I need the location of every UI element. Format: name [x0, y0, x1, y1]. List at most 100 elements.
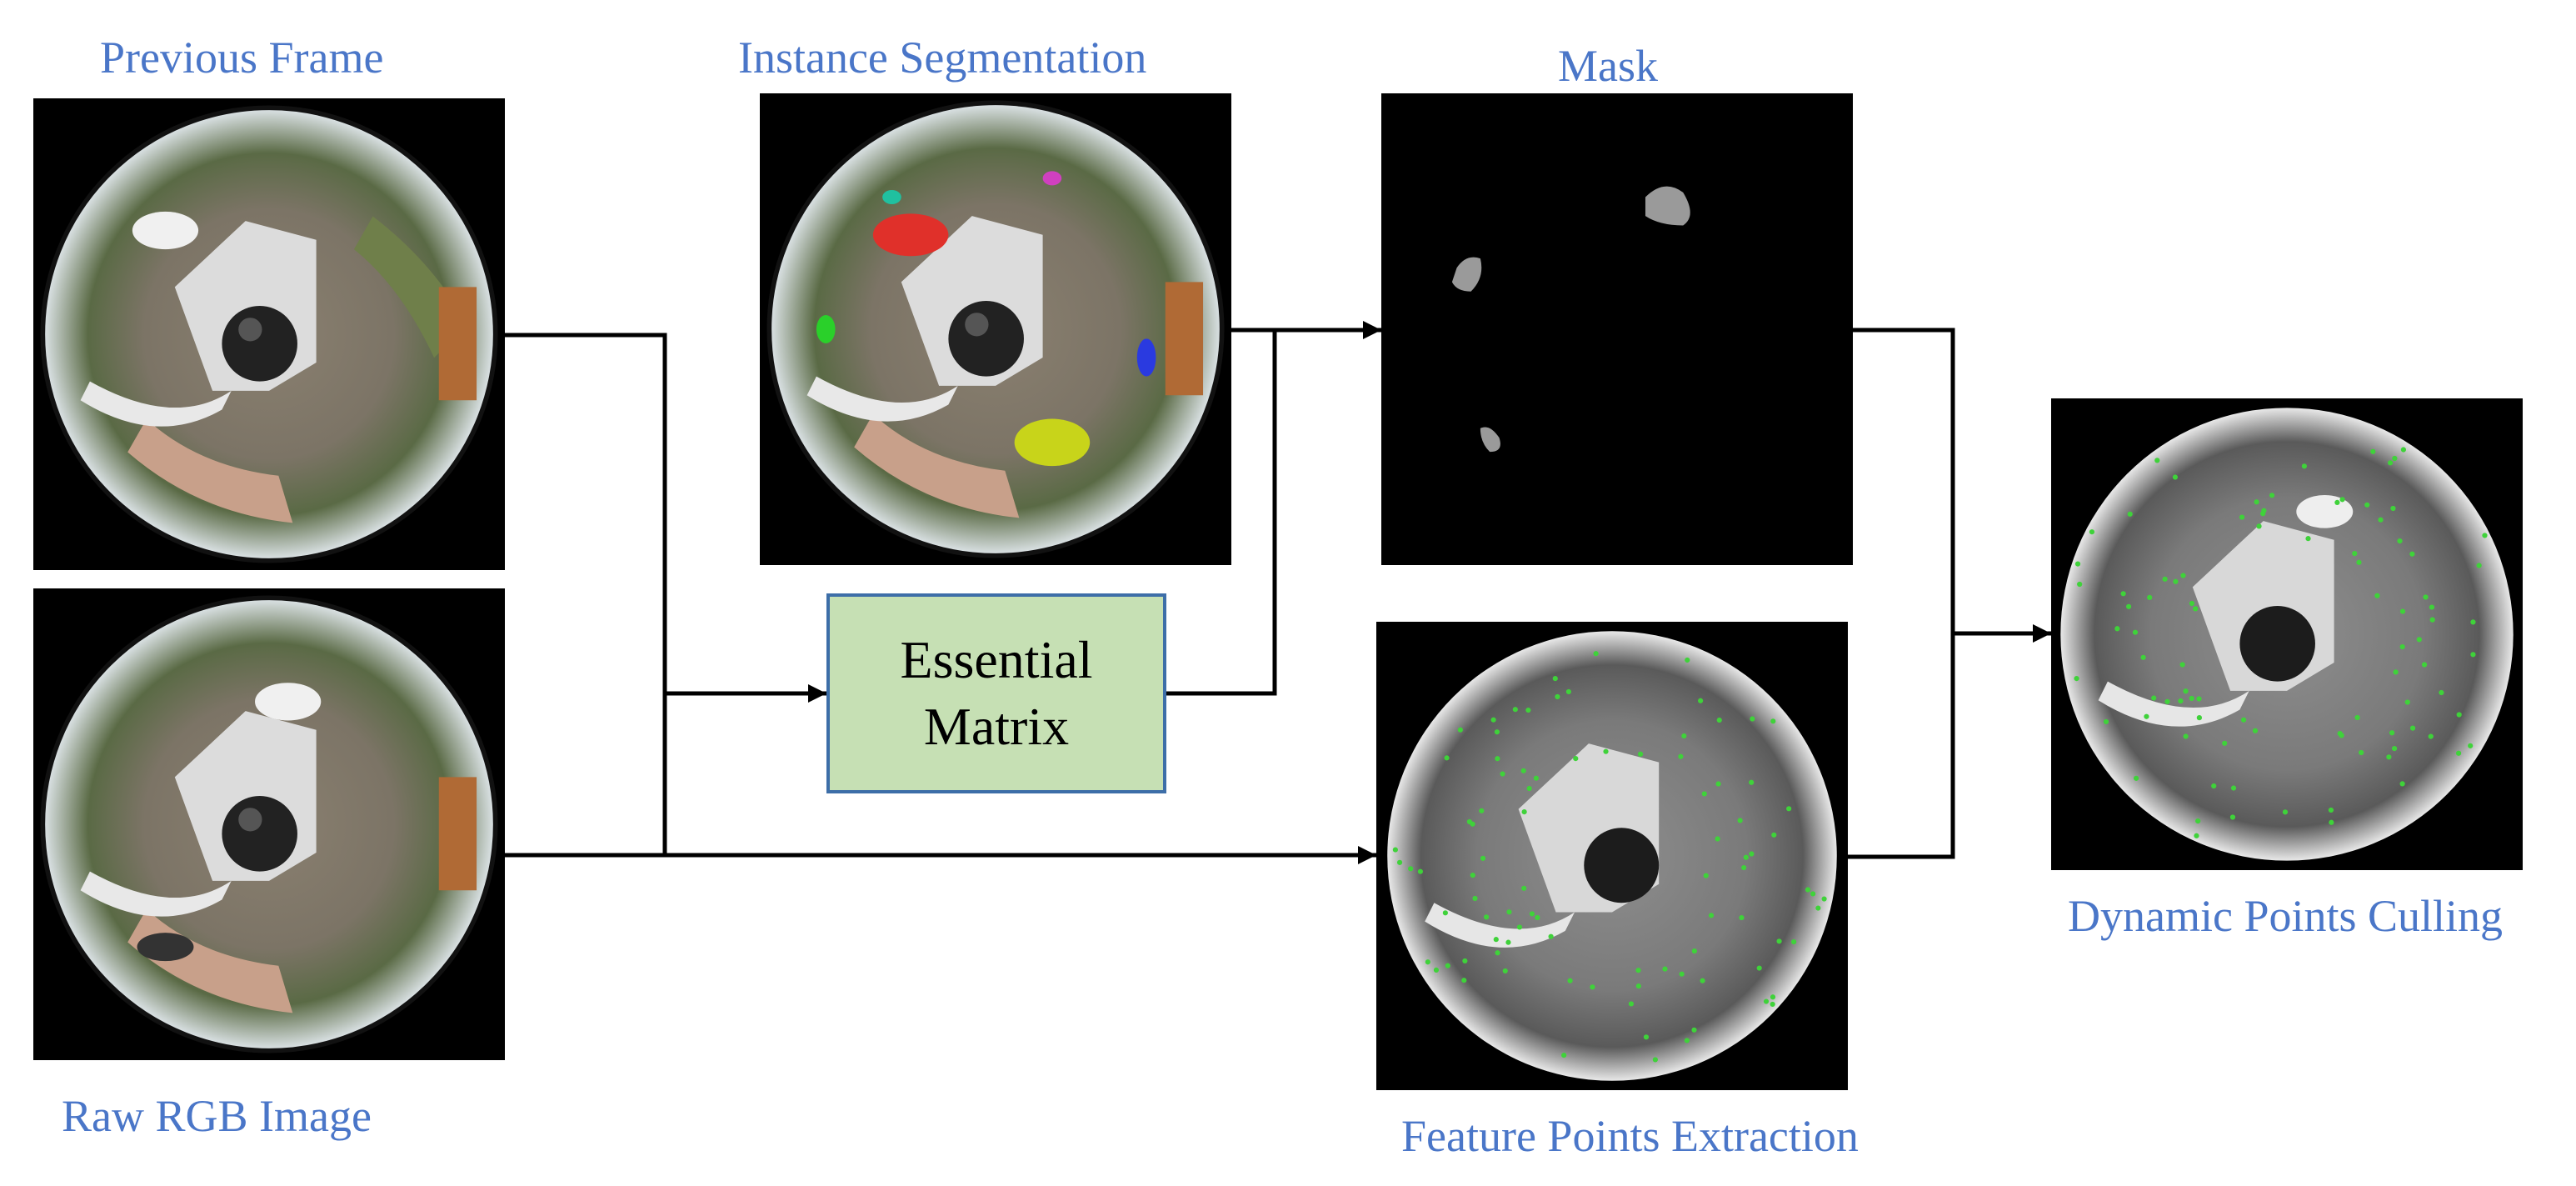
- feature-point: [2240, 717, 2247, 723]
- feature-point: [1470, 873, 1475, 878]
- feature-point: [2468, 743, 2474, 748]
- feature-point: [2388, 460, 2394, 466]
- feature-point: [1771, 832, 1777, 838]
- raw-rgb-image-label: Raw RGB Image: [62, 1091, 372, 1141]
- feature-point: [1786, 806, 1792, 812]
- feature-point: [1715, 836, 1720, 842]
- feature-point: [2239, 514, 2245, 520]
- feature-point: [2127, 511, 2133, 517]
- feature-point: [2400, 447, 2407, 453]
- feature-point: [1701, 791, 1707, 797]
- feature-point: [2389, 730, 2395, 736]
- feature-point: [1466, 818, 1472, 825]
- feature-point: [2114, 626, 2120, 632]
- feature-point: [1502, 968, 1508, 974]
- feature-point: [2305, 536, 2311, 542]
- feature-point: [1533, 775, 1539, 781]
- feature-point: [1433, 967, 1440, 973]
- feature-point: [2374, 593, 2380, 598]
- feature-point: [1480, 855, 1486, 861]
- feature-point: [1573, 756, 1579, 762]
- feature-point: [2359, 749, 2364, 756]
- feature-point: [2329, 819, 2334, 825]
- feature-point: [2140, 654, 2146, 660]
- feature-point: [2429, 617, 2435, 623]
- feature-point: [1743, 854, 1749, 860]
- feature-point: [1529, 911, 1535, 917]
- feature-point: [2074, 675, 2079, 682]
- feature-point: [2421, 662, 2428, 668]
- feature-point: [1512, 707, 1518, 713]
- feature-point: [2364, 502, 2370, 508]
- feature-point-markers: [2074, 447, 2488, 838]
- feature-point: [1392, 847, 1398, 853]
- feature-point: [1425, 959, 1430, 965]
- feature-point: [2409, 725, 2416, 731]
- feature-point: [1457, 727, 1463, 733]
- feature-point: [1506, 909, 1512, 915]
- feature-point: [2077, 581, 2083, 588]
- feature-point: [2193, 606, 2199, 612]
- wire-essential-matrix-to-mask: [1166, 330, 1277, 696]
- feature-point: [2476, 563, 2482, 568]
- feature-point: [2180, 573, 2186, 578]
- feature-point: [1749, 851, 1755, 857]
- feature-point: [2378, 517, 2384, 523]
- feature-point: [1662, 966, 1668, 972]
- feature-point: [1535, 914, 1540, 921]
- feature-point: [2334, 499, 2340, 506]
- feature-point: [2125, 603, 2132, 609]
- feature-point: [2178, 698, 2184, 704]
- feature-point: [1500, 771, 1505, 777]
- feature-point: [2404, 699, 2410, 705]
- feature-point: [1505, 939, 1511, 945]
- feature-point: [2162, 576, 2168, 582]
- feature-point: [2103, 718, 2109, 725]
- feature-point: [2132, 629, 2139, 635]
- feature-point: [1791, 938, 1797, 945]
- previous-frame-image: [33, 98, 505, 570]
- feature-point: [1445, 963, 1450, 968]
- feature-point: [2399, 608, 2406, 614]
- wire-features-out: [1848, 633, 1955, 859]
- feature-point: [2301, 463, 2307, 469]
- feature-point: [1526, 785, 1532, 792]
- feature-point: [1770, 1001, 1775, 1008]
- feature-point: [1776, 938, 1782, 944]
- instance-segmentation-label: Instance Segmentation: [738, 33, 1147, 83]
- feature-point: [2397, 538, 2403, 544]
- feature-point: [2120, 591, 2126, 597]
- feature-point: [2164, 698, 2170, 704]
- wire-mask-out: [1853, 328, 1955, 633]
- feature-point: [1805, 887, 1811, 893]
- feature-point: [2154, 458, 2160, 463]
- feature-point: [1821, 896, 1827, 902]
- feature-point: [1565, 688, 1571, 694]
- feature-point: [2429, 604, 2435, 610]
- feature-point: [2172, 474, 2179, 480]
- feature-point: [2352, 550, 2358, 557]
- feature-point: [1555, 693, 1560, 700]
- feature-point: [2254, 499, 2259, 505]
- feature-point: [1479, 808, 1485, 813]
- feature-point: [1810, 891, 1816, 897]
- feature-point: [1685, 657, 1690, 663]
- feature-point: [2423, 594, 2429, 600]
- raw-rgb-image: [33, 588, 505, 1060]
- feature-point: [1691, 1027, 1697, 1033]
- feature-point: [2370, 448, 2376, 454]
- mask-image: [1381, 93, 1853, 565]
- feature-point: [2133, 775, 2139, 781]
- feature-point: [1763, 998, 1770, 1004]
- feature-point: [1417, 868, 1424, 874]
- feature-point: [1494, 729, 1500, 735]
- feature-point: [1681, 733, 1687, 739]
- feature-point: [2144, 713, 2149, 719]
- feature-point: [1679, 971, 1685, 977]
- instance-segmentation-image: [760, 93, 1231, 565]
- feature-point: [1461, 978, 1467, 983]
- feature-point: [2339, 733, 2344, 738]
- wire-previous-frame: [505, 333, 667, 855]
- feature-point: [1684, 1038, 1690, 1043]
